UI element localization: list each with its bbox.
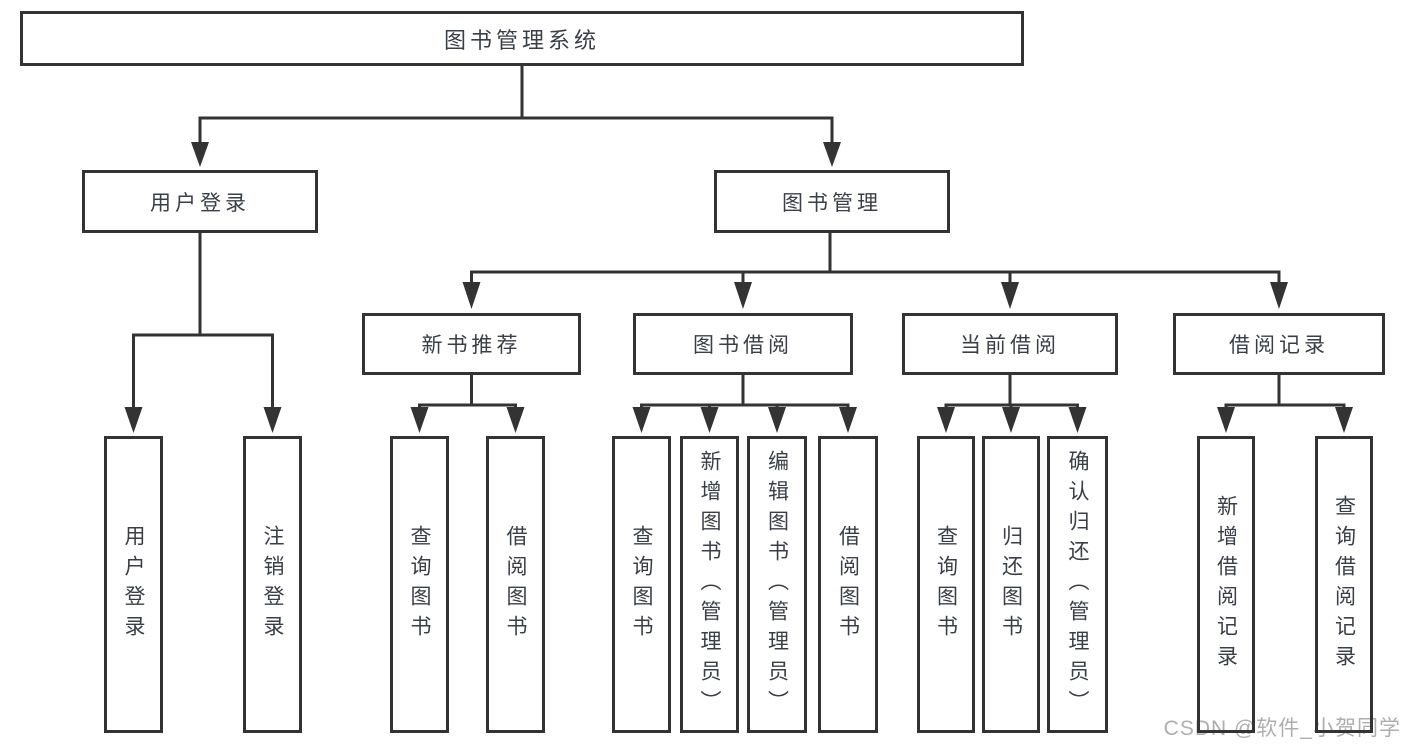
leaf-user-login: 用户登录 <box>104 436 163 733</box>
node-library-management-system: 图书管理系统 <box>20 11 1024 66</box>
leaf-edit-book-admin: 编辑图书（管理员） <box>747 436 807 733</box>
node-user-login: 用户登录 <box>82 170 318 233</box>
arrowheads <box>124 142 1353 433</box>
node-label: 用户登录 <box>150 191 250 215</box>
node-label: 查询借阅记录 <box>1332 494 1356 675</box>
node-label: 注销登录 <box>261 524 284 645</box>
node-label: 归还图书 <box>999 524 1023 645</box>
node-label: 新书推荐 <box>421 334 522 357</box>
node-label: 新增图书（管理员） <box>698 449 721 720</box>
leaf-logout: 注销登录 <box>243 436 302 733</box>
node-label: 查询图书 <box>408 524 431 645</box>
leaf-query-books-current: 查询图书 <box>917 436 975 733</box>
leaf-borrow-books: 借阅图书 <box>818 436 878 733</box>
node-label: 当前借阅 <box>960 334 1060 357</box>
node-label: 图书管理 <box>782 191 882 215</box>
node-current-borrowing: 当前借阅 <box>902 313 1118 375</box>
node-label: 借阅图书 <box>836 524 860 645</box>
leaf-confirm-return-admin: 确认归还（管理员） <box>1047 436 1108 733</box>
leaf-add-book-admin: 新增图书（管理员） <box>680 436 739 733</box>
csdn-watermark: CSDN @软件_小贺同学 <box>1163 717 1401 740</box>
leaf-query-books-recommend: 查询图书 <box>390 436 449 733</box>
node-label: 借阅图书 <box>504 524 527 645</box>
node-book-borrowing: 图书借阅 <box>633 313 853 375</box>
leaf-query-books-borrow: 查询图书 <box>612 436 671 733</box>
leaf-query-borrow-record: 查询借阅记录 <box>1315 436 1373 733</box>
node-label: 借阅记录 <box>1229 334 1329 357</box>
node-borrowing-records: 借阅记录 <box>1173 313 1385 375</box>
node-new-book-recommendation: 新书推荐 <box>362 313 581 375</box>
node-label: 编辑图书（管理员） <box>765 449 789 720</box>
node-label: 查询图书 <box>630 524 653 645</box>
node-label: 图书借阅 <box>693 334 793 357</box>
node-label: 查询图书 <box>934 524 958 645</box>
node-label: 确认归还（管理员） <box>1066 449 1089 720</box>
node-label: 用户登录 <box>122 524 145 645</box>
leaf-borrow-books-recommend: 借阅图书 <box>486 436 545 733</box>
leaf-add-borrow-record: 新增借阅记录 <box>1197 436 1255 733</box>
leaf-return-book: 归还图书 <box>982 436 1040 733</box>
node-label: 新增借阅记录 <box>1214 494 1238 675</box>
node-book-management: 图书管理 <box>714 170 950 233</box>
node-label: 图书管理系统 <box>443 27 600 53</box>
